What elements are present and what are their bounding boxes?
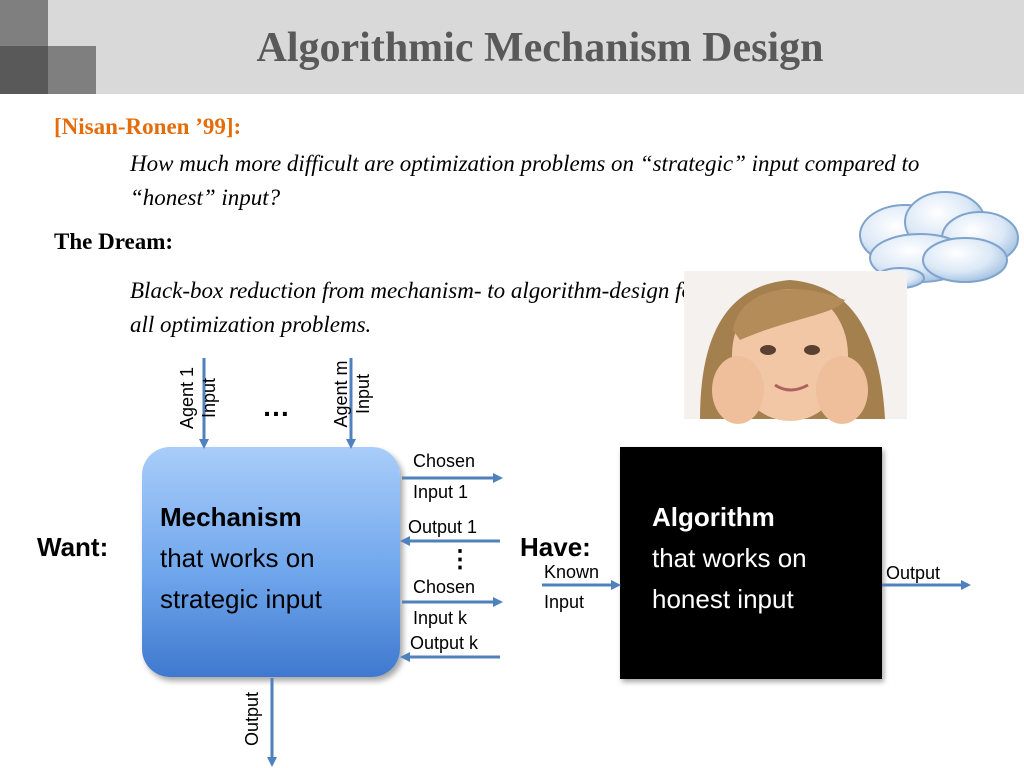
want-label: Want: [37,532,109,562]
mechanism-line3: strategic input [160,584,322,614]
mechanism-label: Mechanism that works on strategic input [160,497,322,620]
research-question: How much more difficult are optimization… [130,151,920,210]
agentm-line1: Agent m [331,360,351,428]
title-bar [0,0,1024,94]
middle-ellipsis: ⋮ [448,546,472,573]
algorithm-title: Algorithm [652,502,775,532]
chosen-input-1-label: Chosen Input 1 [413,450,475,503]
have-label: Have: [520,532,591,562]
decorative-square [0,0,48,46]
agent1-label: Agent 1 Input [176,353,220,443]
known-line1: Known [544,562,600,582]
known-input-label: Known Input [544,561,599,613]
girl-portrait-icon [684,271,907,424]
dream-label: The Dream: [54,229,174,254]
dream-text: Black-box reduction from mechanism- to a… [130,278,702,337]
algorithm-box [620,447,882,679]
agent1-line2: Input [199,377,219,419]
chosen1-line1: Chosen [413,451,476,471]
output-1-label: Output 1 [408,517,478,537]
algorithm-line2: that works on [652,543,807,573]
agentm-label: Agent m Input [330,349,374,439]
chosenk-line1: Chosen [413,577,476,597]
known-line2: Input [544,592,585,612]
decorative-square [0,46,48,94]
decorative-square [48,46,96,94]
agentm-line2: Input [353,373,373,415]
algorithm-label: Algorithm that works on honest input [652,497,807,620]
mechanism-box [142,447,400,677]
chosen-input-k-label: Chosen Input k [413,576,475,629]
mechanism-title: Mechanism [160,502,302,532]
mechanism-output-label: Output [242,691,262,747]
algorithm-line3: honest input [652,584,794,614]
mechanism-line2: that works on [160,543,315,573]
agent1-line1: Agent 1 [177,366,197,430]
output-k-label: Output k [410,633,479,653]
algorithm-output-label: Output [886,563,941,583]
agents-ellipsis: … [262,391,290,422]
citation: [Nisan-Ronen ’99]: [54,114,242,139]
chosen1-line2: Input 1 [413,482,469,502]
cloud-icon [852,191,1019,299]
chosenk-line2: Input k [413,608,468,628]
slide-title: Algorithmic Mechanism Design [256,25,824,71]
